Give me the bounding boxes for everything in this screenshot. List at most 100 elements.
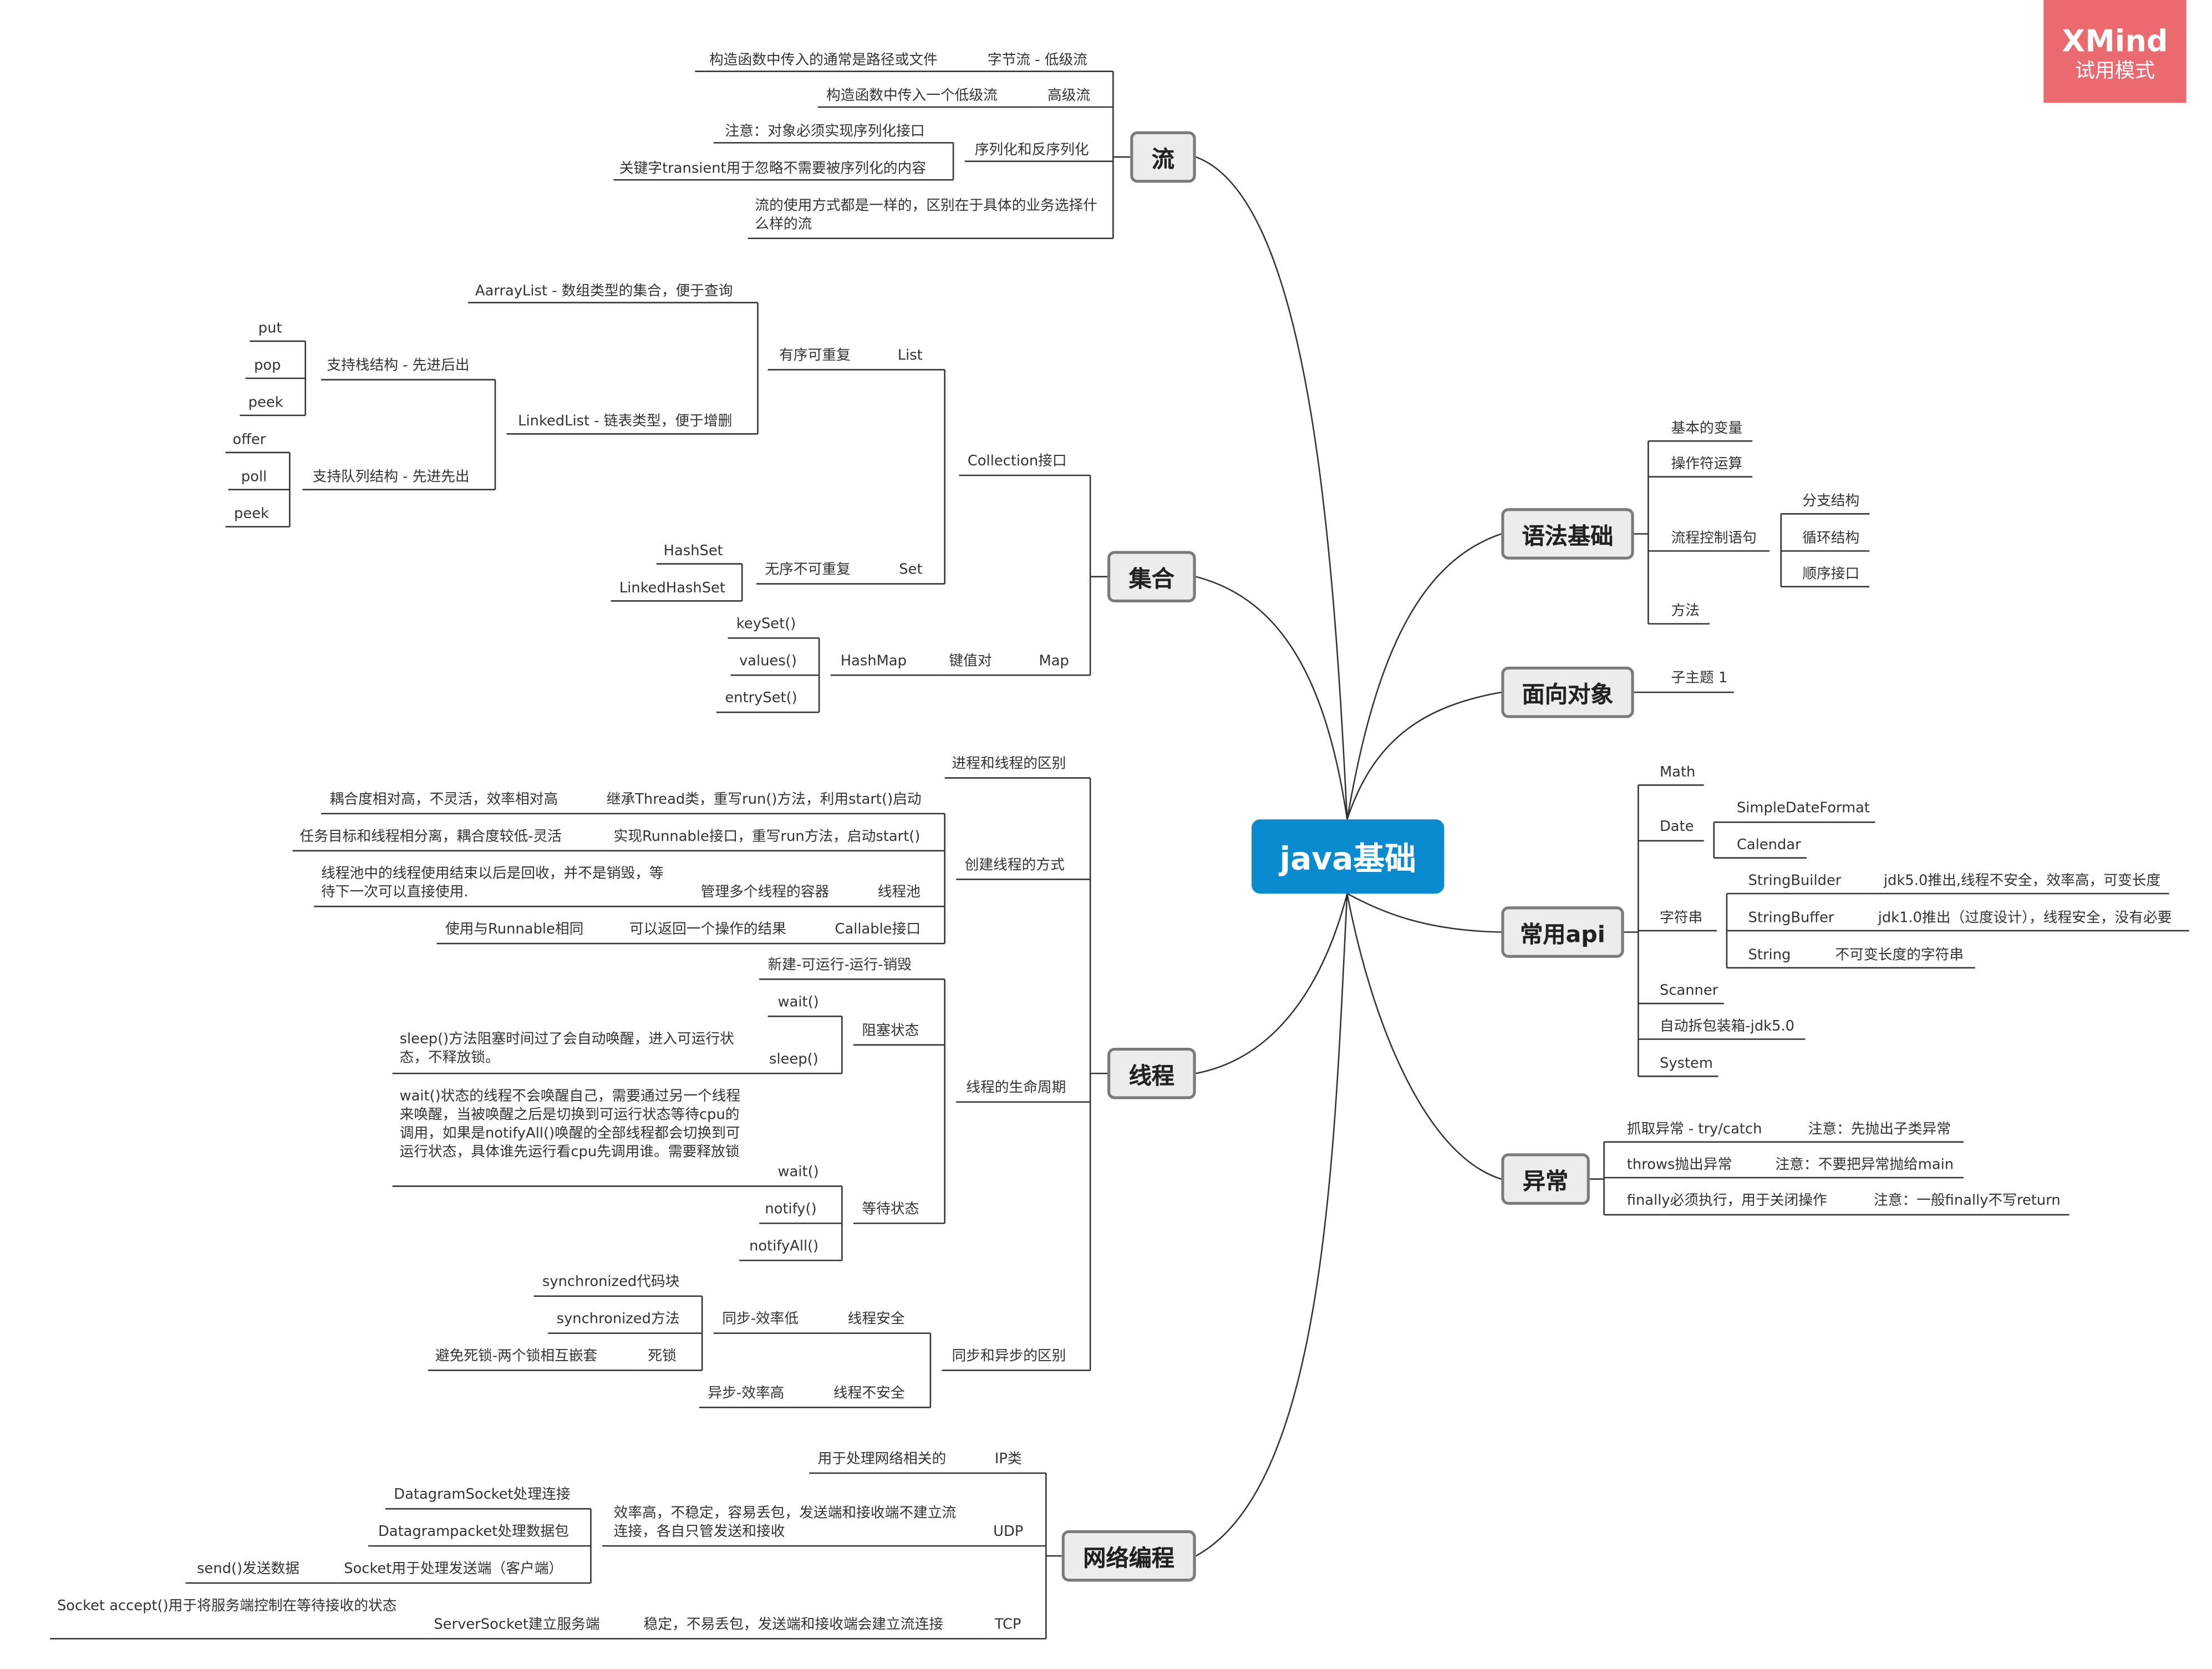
node-arraylist[interactable]: AarrayList - 数组类型的集合，便于查询 [475,284,733,300]
node-sleep[interactable]: sleep() [769,1052,818,1068]
node-system[interactable]: System [1659,1056,1713,1072]
node-scanner[interactable]: Scanner [1659,983,1718,1000]
node-string-group[interactable]: 字符串 [1659,910,1703,927]
node-accept[interactable]: Socket accept()用于将服务端控制在等待接收的状态 [57,1599,397,1615]
node-method[interactable]: 方法 [1671,603,1700,620]
node-sequence[interactable]: 顺序接口 [1802,566,1860,582]
node-datagram-socket[interactable]: DatagramSocket处理连接 [394,1487,571,1503]
node-serial[interactable]: 序列化和反序列化 [974,143,1089,159]
node-deadlock-note[interactable]: 避免死锁-两个锁相互嵌套 [435,1348,598,1365]
node-poll[interactable]: poll [241,469,267,485]
node-collection-interface[interactable]: Collection接口 [967,454,1067,470]
node-high-stream[interactable]: 高级流 [1047,88,1091,104]
node-serial-note[interactable]: 注意：对象必须实现序列化接口 [725,124,925,140]
node-stringbuffer-note[interactable]: jdk1.0推出（过度设计），线程安全，没有必要 [1878,910,2172,927]
node-sync-method[interactable]: synchronized方法 [556,1312,680,1328]
node-server-socket[interactable]: ServerSocket建立服务端 [434,1617,600,1634]
node-put[interactable]: put [258,321,282,337]
node-map-desc[interactable]: 键值对 [949,653,992,669]
node-ip[interactable]: IP类 [994,1452,1022,1468]
node-set-desc[interactable]: 无序不可重复 [765,562,851,579]
node-stringbuffer[interactable]: StringBuffer [1748,910,1834,927]
node-stringbuilder-note[interactable]: jdk5.0推出,线程不安全，效率高，可变长度 [1884,873,2161,890]
node-callable[interactable]: Callable接口 [835,922,921,938]
node-runnable[interactable]: 实现Runnable接口，重写run方法，启动start() [613,829,921,845]
node-linkedlist[interactable]: LinkedList - 链表类型，便于增删 [518,414,733,430]
node-states[interactable]: 新建-可运行-运行-销毁 [767,957,912,974]
node-flow-control[interactable]: 流程控制语句 [1671,531,1757,547]
node-branch[interactable]: 分支结构 [1802,494,1860,510]
node-calendar[interactable]: Calendar [1736,838,1801,854]
node-create-thread[interactable]: 创建线程的方式 [964,858,1065,874]
node-udp-desc[interactable]: 效率高，不稳定，容易丢包，发送端和接收端不建立流连接，各自只管发送和接收 [613,1506,957,1540]
node-callable-note[interactable]: 使用与Runnable相同 [445,922,584,938]
node-runnable-note[interactable]: 任务目标和线程相分离，耦合度较低-灵活 [299,829,562,845]
node-high-ctor[interactable]: 构造函数中传入一个低级流 [826,88,998,104]
node-ip-desc[interactable]: 用于处理网络相关的 [817,1452,947,1468]
node-peek-queue[interactable]: peek [234,506,269,522]
node-list-desc[interactable]: 有序可重复 [779,348,851,364]
node-set[interactable]: Set [899,562,923,579]
central-topic[interactable]: java基础 [1251,819,1445,894]
topic-api[interactable]: 常用api [1501,906,1624,958]
node-throws-note[interactable]: 注意：不要把异常抛给main [1775,1158,1954,1174]
node-stream-usage[interactable]: 流的使用方式都是一样的，区别在于具体的业务选择什么样的流 [755,198,1098,233]
node-vars[interactable]: 基本的变量 [1671,421,1743,437]
node-thread-pool[interactable]: 线程池 [877,885,921,901]
node-callable-desc[interactable]: 可以返回一个操作的结果 [629,922,786,938]
node-date[interactable]: Date [1659,819,1694,835]
node-linkedhashset[interactable]: LinkedHashSet [619,581,725,597]
node-string[interactable]: String [1748,947,1791,964]
node-process-thread-diff[interactable]: 进程和线程的区别 [952,756,1066,773]
topic-oop[interactable]: 面向对象 [1501,666,1634,718]
node-thread-unsafe[interactable]: 线程不安全 [833,1386,905,1402]
topic-exception[interactable]: 异常 [1501,1153,1590,1205]
node-map[interactable]: Map [1039,653,1069,669]
node-blocked[interactable]: 阻塞状态 [862,1023,919,1039]
node-notifyall[interactable]: notifyAll() [749,1239,819,1255]
node-socket-client[interactable]: Socket用于处理发送端（客户端） [344,1561,563,1577]
node-wait-blocked[interactable]: wait() [777,995,819,1011]
node-extend-thread[interactable]: 继承Thread类，重写run()方法，利用start()启动 [606,792,922,808]
topic-stream[interactable]: 流 [1130,131,1196,183]
node-sync-async-diff[interactable]: 同步和异步的区别 [952,1348,1066,1365]
node-udp[interactable]: UDP [993,1524,1024,1540]
node-autoboxing[interactable]: 自动拆包装箱-jdk5.0 [1659,1019,1795,1035]
node-pop[interactable]: pop [254,358,281,374]
node-notify[interactable]: notify() [765,1201,817,1218]
node-peek-stack[interactable]: peek [248,395,283,412]
node-sdf[interactable]: SimpleDateFormat [1736,800,1870,817]
node-async-fast[interactable]: 异步-效率高 [708,1386,785,1402]
node-hashmap[interactable]: HashMap [840,653,907,669]
node-offer[interactable]: offer [232,432,266,449]
node-byte-ctor[interactable]: 构造函数中传入的通常是路径或文件 [709,53,938,69]
node-values[interactable]: values() [739,653,797,669]
node-sync-block[interactable]: synchronized代码块 [542,1275,680,1291]
node-try-catch-note[interactable]: 注意：先抛出子类异常 [1808,1122,1951,1138]
topic-collection[interactable]: 集合 [1107,551,1196,603]
node-queue[interactable]: 支持队列结构 - 先进先出 [312,469,470,485]
node-hashset[interactable]: HashSet [663,544,723,560]
node-math[interactable]: Math [1659,765,1696,781]
node-loop[interactable]: 循环结构 [1802,531,1860,547]
node-deadlock[interactable]: 死锁 [648,1348,677,1365]
node-datagram-packet[interactable]: Datagrampacket处理数据包 [378,1524,569,1540]
node-keyset[interactable]: keySet() [736,616,796,633]
node-list[interactable]: List [897,348,923,364]
node-pool-desc[interactable]: 管理多个线程的容器 [700,885,830,901]
node-string-note[interactable]: 不可变长度的字符串 [1835,947,1964,964]
node-byte-stream[interactable]: 字节流 - 低级流 [987,53,1087,69]
node-throws[interactable]: throws抛出异常 [1626,1158,1732,1174]
node-waiting[interactable]: 等待状态 [862,1201,919,1218]
node-entryset[interactable]: entrySet() [725,691,797,707]
topic-thread[interactable]: 线程 [1107,1047,1196,1099]
node-lifecycle[interactable]: 线程的生命周期 [966,1080,1066,1097]
node-oop-sub[interactable]: 子主题 1 [1671,671,1728,687]
node-finally-note[interactable]: 注意：一般finally不写return [1874,1193,2061,1209]
node-wait-note[interactable]: wait()状态的线程不会唤醒自己，需要通过另一个线程来唤醒，当被唤醒之后是切换… [399,1089,741,1161]
node-pool-note[interactable]: 线程池中的线程使用结束以后是回收，并不是销毁，等待下一次可以直接使用. [321,866,664,901]
topic-network[interactable]: 网络编程 [1061,1530,1196,1582]
node-send[interactable]: send()发送数据 [197,1561,300,1577]
node-wait-waiting[interactable]: wait() [777,1164,819,1181]
node-sync-slow[interactable]: 同步-效率低 [722,1312,799,1328]
